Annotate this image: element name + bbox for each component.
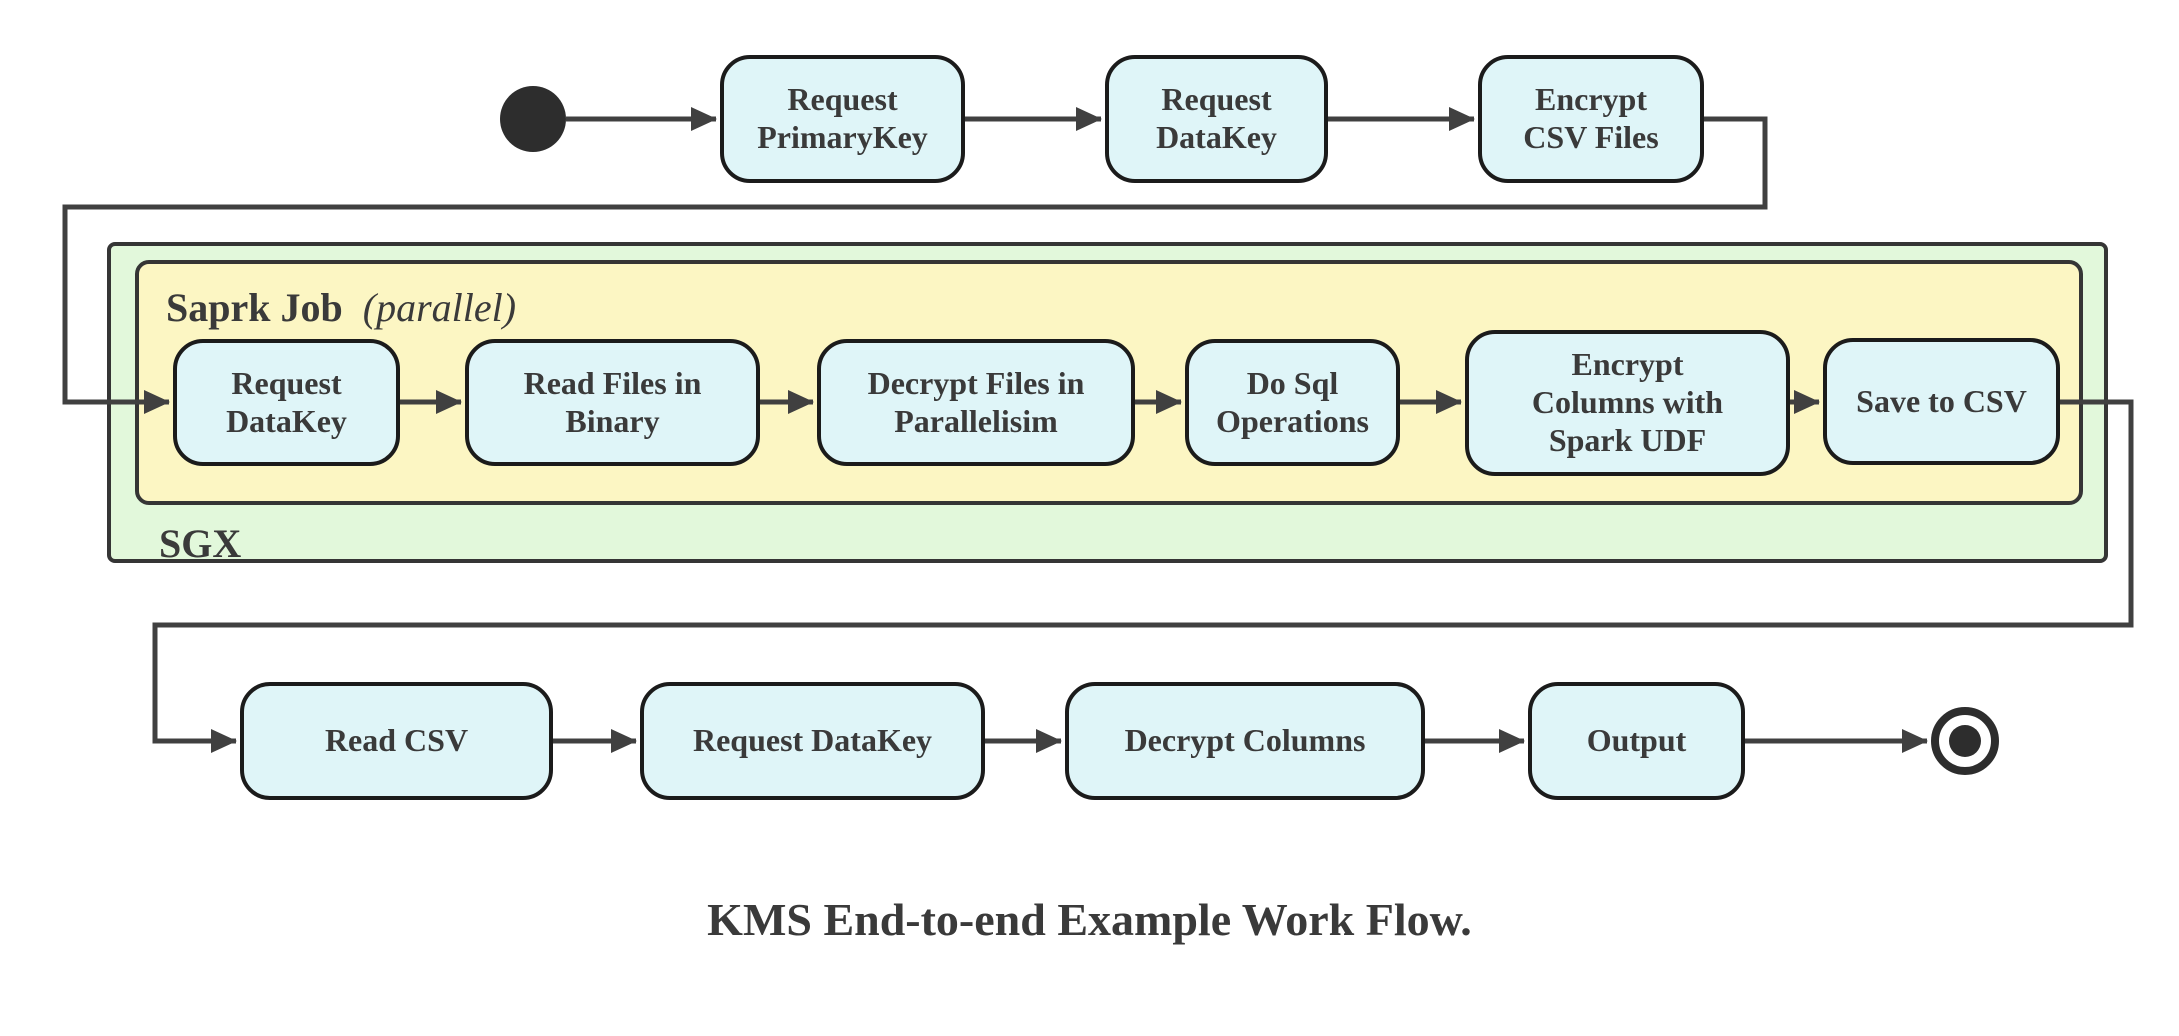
sgx-label: SGX — [159, 521, 242, 566]
node-request-datakey-top: Request DataKey — [1105, 55, 1328, 183]
node-request-primarykey: Request PrimaryKey — [720, 55, 965, 183]
spark-job-label-parallel: (parallel) — [362, 285, 517, 330]
node-read-csv: Read CSV — [240, 682, 553, 800]
node-request-datakey-bottom: Request DataKey — [640, 682, 985, 800]
end-node-core — [1949, 725, 1981, 757]
node-encrypt-csv-files: Encrypt CSV Files — [1478, 55, 1704, 183]
edge-save-csv-to-read-csv — [152, 399, 2134, 753]
start-node — [500, 86, 566, 152]
end-node — [1931, 707, 1999, 775]
node-output: Output — [1528, 682, 1745, 800]
node-encrypt-columns-with-spark-udf: Encrypt Columns with Spark UDF — [1465, 330, 1790, 476]
spark-job-label: Saprk Job (parallel) — [166, 284, 516, 331]
node-do-sql-operations: Do Sql Operations — [1185, 339, 1400, 466]
node-save-to-csv: Save to CSV — [1823, 338, 2060, 465]
node-decrypt-columns: Decrypt Columns — [1065, 682, 1425, 800]
spark-job-label-bold: Saprk Job — [166, 285, 343, 330]
node-request-datakey-sgx: Request DataKey — [173, 339, 400, 466]
node-read-files-in-binary: Read Files in Binary — [465, 339, 760, 466]
node-decrypt-files-in-parallelisim: Decrypt Files in Parallelisim — [817, 339, 1135, 466]
edge-encrypt-csv-to-sgx-request-datakey — [62, 116, 1768, 414]
diagram-caption: KMS End-to-end Example Work Flow. — [707, 894, 1472, 945]
